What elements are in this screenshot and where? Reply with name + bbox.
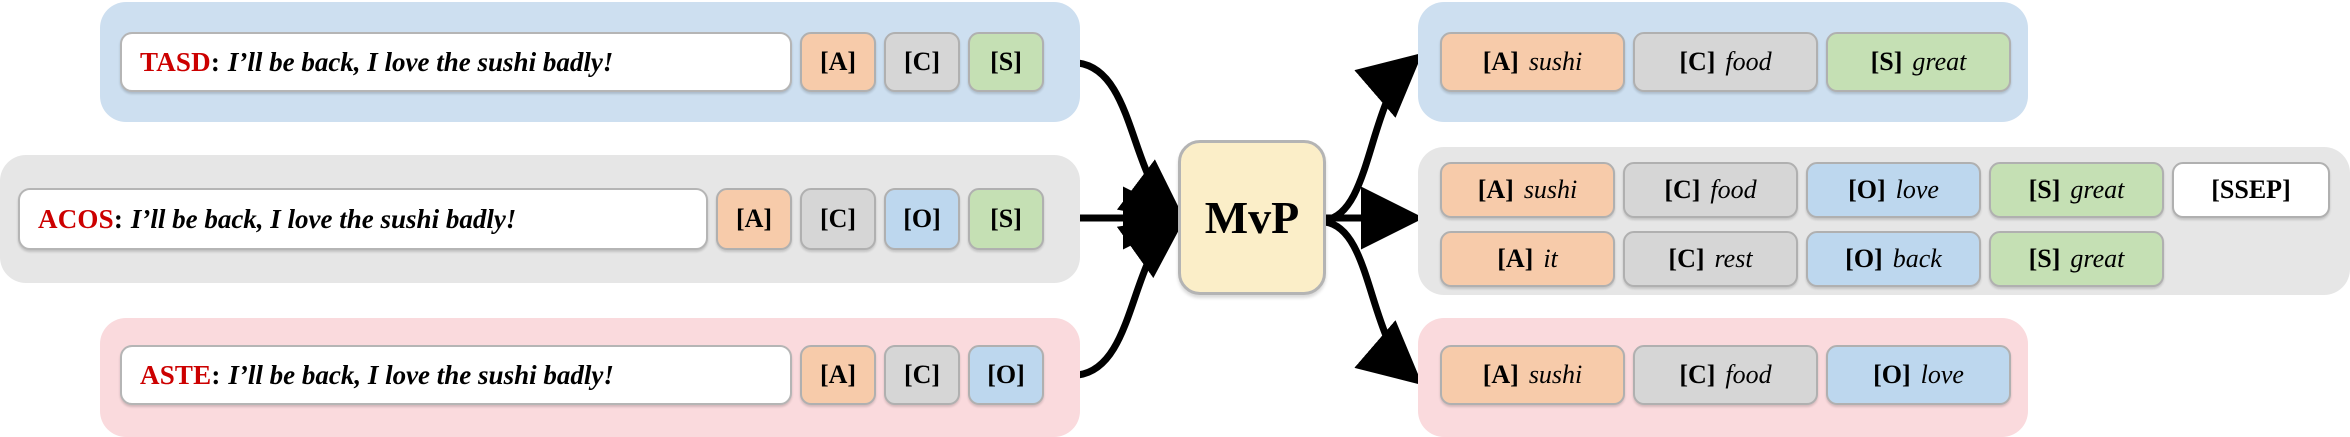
task-label-aste: ASTE (140, 359, 212, 390)
chip-value: great (2070, 175, 2125, 204)
output-chip-o-acos-row2[interactable]: [O] back (1806, 231, 1981, 287)
input-sentence-box-acos[interactable]: ACOS: I’ll be back, I love the sushi bad… (18, 188, 708, 250)
mvp-model-box[interactable]: MvP (1178, 140, 1326, 295)
task-colon-acos: : (113, 203, 123, 234)
input-sentence-box-tasd[interactable]: TASD: I’ll be back, I love the sushi bad… (120, 32, 792, 92)
arrow-mvp-to-output-tasd (1324, 52, 1423, 224)
arrow-mvp-to-output-aste (1324, 218, 1423, 386)
chip-value: sushi (1528, 47, 1583, 76)
output-chip-s-acos-row1[interactable]: [S] great (1989, 162, 2164, 218)
output-chip-c-aste[interactable]: [C] food (1633, 345, 1818, 405)
chip-value: rest (1714, 244, 1753, 273)
chip-value: great (1912, 47, 1967, 76)
input-tag-o-aste[interactable]: [O] (968, 345, 1044, 405)
output-chip-a-tasd[interactable]: [A] sushi (1440, 32, 1625, 92)
input-sentence-text-tasd: I’ll be back, I love the sushi badly! (227, 46, 614, 77)
chip-label: [A] (1482, 360, 1519, 389)
chip-value: great (2070, 244, 2125, 273)
input-sentence-box-aste[interactable]: ASTE: I’ll be back, I love the sushi bad… (120, 345, 792, 405)
task-colon-aste: : (211, 359, 221, 390)
chip-value: food (1725, 360, 1772, 389)
input-tag-a-tasd[interactable]: [A] (800, 32, 876, 92)
output-chip-c-acos-row1[interactable]: [C] food (1623, 162, 1798, 218)
input-tag-s-acos[interactable]: [S] (968, 188, 1044, 250)
task-label-acos: ACOS (38, 203, 114, 234)
tag-label: [C] (903, 47, 941, 76)
task-colon-tasd: : (210, 46, 220, 77)
chip-value: it (1543, 244, 1558, 273)
input-sentence-text-aste: I’ll be back, I love the sushi badly! (228, 359, 614, 390)
output-chip-c-tasd[interactable]: [C] food (1633, 32, 1818, 92)
input-tag-s-tasd[interactable]: [S] (968, 32, 1044, 92)
output-chip-s-acos-row2[interactable]: [S] great (1989, 231, 2164, 287)
chip-label: [S] (2028, 175, 2061, 204)
input-tag-c-tasd[interactable]: [C] (884, 32, 960, 92)
input-sentence-text-acos: I’ll be back, I love the sushi badly! (130, 203, 517, 234)
chip-value: sushi (1523, 175, 1578, 204)
input-tag-a-aste[interactable]: [A] (800, 345, 876, 405)
chip-label: [S] (1870, 47, 1903, 76)
chip-label: [C] (1679, 47, 1716, 76)
chip-value: love (1895, 175, 1939, 204)
chip-label: [SSEP] (2211, 175, 2291, 204)
chip-value: love (1920, 360, 1964, 389)
tag-label: [C] (903, 360, 941, 389)
tag-label: [S] (990, 47, 1022, 76)
chip-label: [A] (1497, 244, 1534, 273)
output-chip-a-aste[interactable]: [A] sushi (1440, 345, 1625, 405)
chip-value: food (1725, 47, 1772, 76)
output-chip-s-tasd[interactable]: [S] great (1826, 32, 2011, 92)
input-tag-c-acos[interactable]: [C] (800, 188, 876, 250)
tag-label: [O] (903, 204, 941, 233)
chip-label: [C] (1679, 360, 1716, 389)
task-label-tasd: TASD (140, 46, 211, 77)
output-chip-ssep-acos-row1[interactable]: [SSEP] (2172, 162, 2330, 218)
input-tag-o-acos[interactable]: [O] (884, 188, 960, 250)
output-chip-a-acos-row1[interactable]: [A] sushi (1440, 162, 1615, 218)
tag-label: [A] (735, 204, 773, 233)
arrow-aste-to-mvp (1077, 215, 1187, 379)
arrow-tasd-to-mvp (1077, 59, 1187, 223)
chip-label: [O] (1845, 244, 1883, 273)
tag-label: [A] (819, 360, 857, 389)
tag-label: [C] (819, 204, 857, 233)
tag-label: [A] (819, 47, 857, 76)
chip-label: [S] (2028, 244, 2061, 273)
chip-label: [O] (1873, 360, 1911, 389)
chip-label: [A] (1477, 175, 1514, 204)
chip-label: [C] (1664, 175, 1701, 204)
output-chip-c-acos-row2[interactable]: [C] rest (1623, 231, 1798, 287)
chip-value: back (1892, 244, 1942, 273)
chip-label: [C] (1668, 244, 1705, 273)
chip-value: sushi (1528, 360, 1583, 389)
chip-label: [O] (1848, 175, 1886, 204)
chip-label: [A] (1482, 47, 1519, 76)
output-chip-o-acos-row1[interactable]: [O] love (1806, 162, 1981, 218)
input-tag-c-aste[interactable]: [C] (884, 345, 960, 405)
tag-label: [S] (990, 204, 1022, 233)
tag-label: [O] (987, 360, 1025, 389)
input-tag-a-acos[interactable]: [A] (716, 188, 792, 250)
chip-value: food (1710, 175, 1757, 204)
mvp-model-label: MvP (1204, 192, 1300, 243)
output-chip-a-acos-row2[interactable]: [A] it (1440, 231, 1615, 287)
output-chip-o-aste[interactable]: [O] love (1826, 345, 2011, 405)
